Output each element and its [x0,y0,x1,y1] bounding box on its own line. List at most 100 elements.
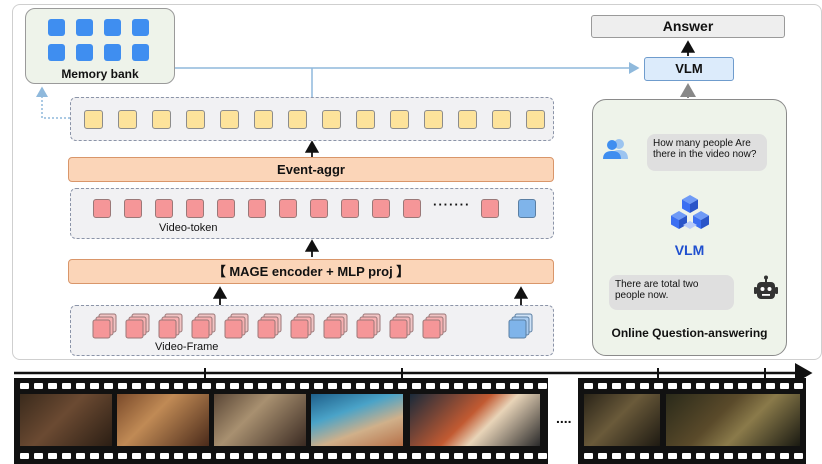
sprocket-hole [146,453,155,459]
sprocket-hole [230,383,239,389]
sprocket-hole [202,453,211,459]
sprocket-hole [328,453,337,459]
sprocket-hole [244,383,253,389]
sprocket-hole [780,453,789,459]
sprocket-hole [188,453,197,459]
video-token [310,199,328,218]
sprocket-hole [696,453,705,459]
sprocket-hole [612,453,621,459]
sprocket-hole [286,383,295,389]
video-token [124,199,142,218]
vlm-panel-label: VLM [674,242,705,258]
sprocket-hole [538,383,547,389]
sprocket-hole [398,383,407,389]
sprocket-hole [258,383,267,389]
sprocket-hole [356,383,365,389]
sprocket-hole [654,383,663,389]
sprocket-hole [468,383,477,389]
video-token [372,199,390,218]
video-token [341,199,359,218]
memory-slot [104,44,121,61]
sprocket-hole [342,453,351,459]
sprocket-hole [426,383,435,389]
video-still [666,394,800,446]
sprocket-hole [682,383,691,389]
sprocket-hole [766,453,775,459]
event-token [84,110,103,129]
sprocket-hole [300,453,309,459]
sprocket-hole [314,383,323,389]
sprocket-hole [356,453,365,459]
sprocket-hole [48,383,57,389]
robot-icon [754,275,778,299]
sprocket-hole [612,383,621,389]
sprocket-hole [654,453,663,459]
sprocket-hole [640,453,649,459]
event-token [458,110,477,129]
sprocket-hole [48,453,57,459]
vlm-cube-icon [671,195,709,229]
film-strip-left [14,378,548,464]
sprocket-hole [524,453,533,459]
event-aggr-module: Event-aggr [68,157,554,182]
sprocket-hole [440,453,449,459]
sprocket-hole [370,453,379,459]
video-still [410,394,540,446]
video-still [214,394,306,446]
latest-video-token [518,199,536,218]
sprocket-hole [482,383,491,389]
sprocket-hole [62,453,71,459]
sprocket-hole [426,453,435,459]
sprocket-hole [538,453,547,459]
sprocket-hole [398,453,407,459]
question-bubble: How many people Are there in the video n… [647,134,767,171]
sprocket-hole [160,453,169,459]
sprocket-hole [90,453,99,459]
event-token [322,110,341,129]
event-token [526,110,545,129]
film-strip-right [578,378,806,464]
video-token [93,199,111,218]
event-token-row [70,97,554,141]
sprocket-hole [626,383,635,389]
event-token [254,110,273,129]
sprocket-hole [272,453,281,459]
film-ellipsis: .... [556,410,572,426]
mage-encoder-module: 【 MAGE encoder + MLP proj 】 [68,259,554,284]
memory-slot [48,44,65,61]
video-token [403,199,421,218]
sprocket-hole [584,383,593,389]
sprocket-hole [682,453,691,459]
sprocket-hole [132,383,141,389]
sprocket-hole [752,383,761,389]
reply-bubble: There are total two people now. [609,275,734,310]
event-token [390,110,409,129]
video-token [186,199,204,218]
sprocket-hole [272,383,281,389]
memory-slot [132,44,149,61]
sprocket-hole [668,383,677,389]
sprocket-hole [496,453,505,459]
sprocket-hole [244,453,253,459]
sprocket-hole [696,383,705,389]
sprocket-hole [370,383,379,389]
memory-slot [104,19,121,36]
sprocket-hole [384,453,393,459]
sprocket-hole [258,453,267,459]
sprocket-hole [216,453,225,459]
sprocket-hole [584,453,593,459]
sprocket-hole [468,453,477,459]
memory-slot [48,19,65,36]
video-token-row: ······· Video-token [70,188,554,239]
sprocket-hole [76,383,85,389]
online-qa-panel: How many people Are there in the video n… [592,99,787,356]
sprocket-hole [496,383,505,389]
sprocket-hole [454,383,463,389]
event-token [152,110,171,129]
sprocket-hole [118,383,127,389]
video-token-label: Video-token [159,222,218,234]
sprocket-hole [132,453,141,459]
video-token [155,199,173,218]
memory-store-dotted-arrow [36,86,70,119]
